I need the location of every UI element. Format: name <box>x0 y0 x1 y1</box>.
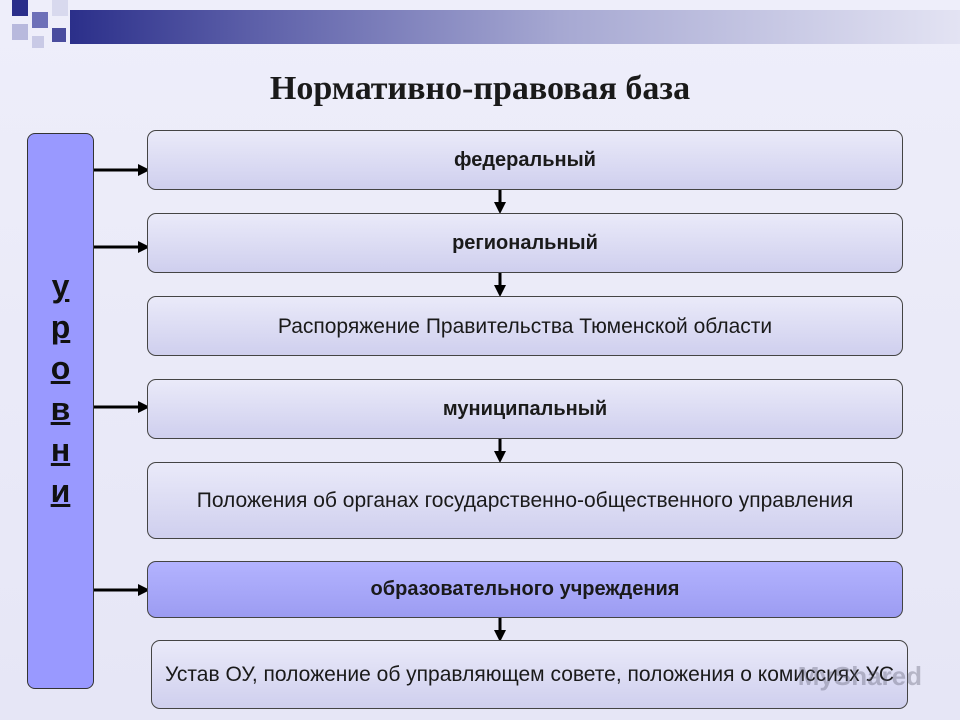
level-institution-box: образовательного учреждения <box>147 561 903 618</box>
levels-side-bar: у р о в н и <box>27 133 94 689</box>
arrow-down <box>494 439 506 463</box>
level-federal-box: федеральный <box>147 130 903 190</box>
decor-square <box>12 24 28 40</box>
decor-square <box>52 28 66 42</box>
municipal-document-box: Положения об органах государственно-обще… <box>147 462 903 539</box>
top-gradient-band <box>70 10 960 44</box>
level-municipal-box: муниципальный <box>147 379 903 439</box>
top-decor-bar <box>0 0 960 48</box>
side-letter: р <box>50 309 71 345</box>
arrow-to-institution <box>94 584 150 596</box>
arrow-to-municipal <box>94 401 150 413</box>
decor-square <box>12 0 28 16</box>
arrow-down <box>494 618 506 642</box>
arrow-down <box>494 190 506 214</box>
level-regional-box: региональный <box>147 213 903 273</box>
side-letter: и <box>50 473 71 509</box>
decor-square <box>32 12 48 28</box>
side-letter: у <box>51 268 70 304</box>
decor-square <box>32 36 44 48</box>
watermark: MyShared <box>797 661 922 691</box>
decor-square <box>52 0 68 16</box>
arrow-to-regional <box>94 241 150 253</box>
side-letter: в <box>50 391 71 427</box>
arrow-to-federal <box>94 164 150 176</box>
side-letter: н <box>50 432 71 468</box>
side-letter: о <box>50 350 71 386</box>
regional-document-box: Распоряжение Правительства Тюменской обл… <box>147 296 903 356</box>
institution-document-box: Устав ОУ, положение об управляющем совет… <box>151 640 908 709</box>
arrow-down <box>494 273 506 297</box>
page-title: Нормативно-правовая база <box>269 70 691 107</box>
